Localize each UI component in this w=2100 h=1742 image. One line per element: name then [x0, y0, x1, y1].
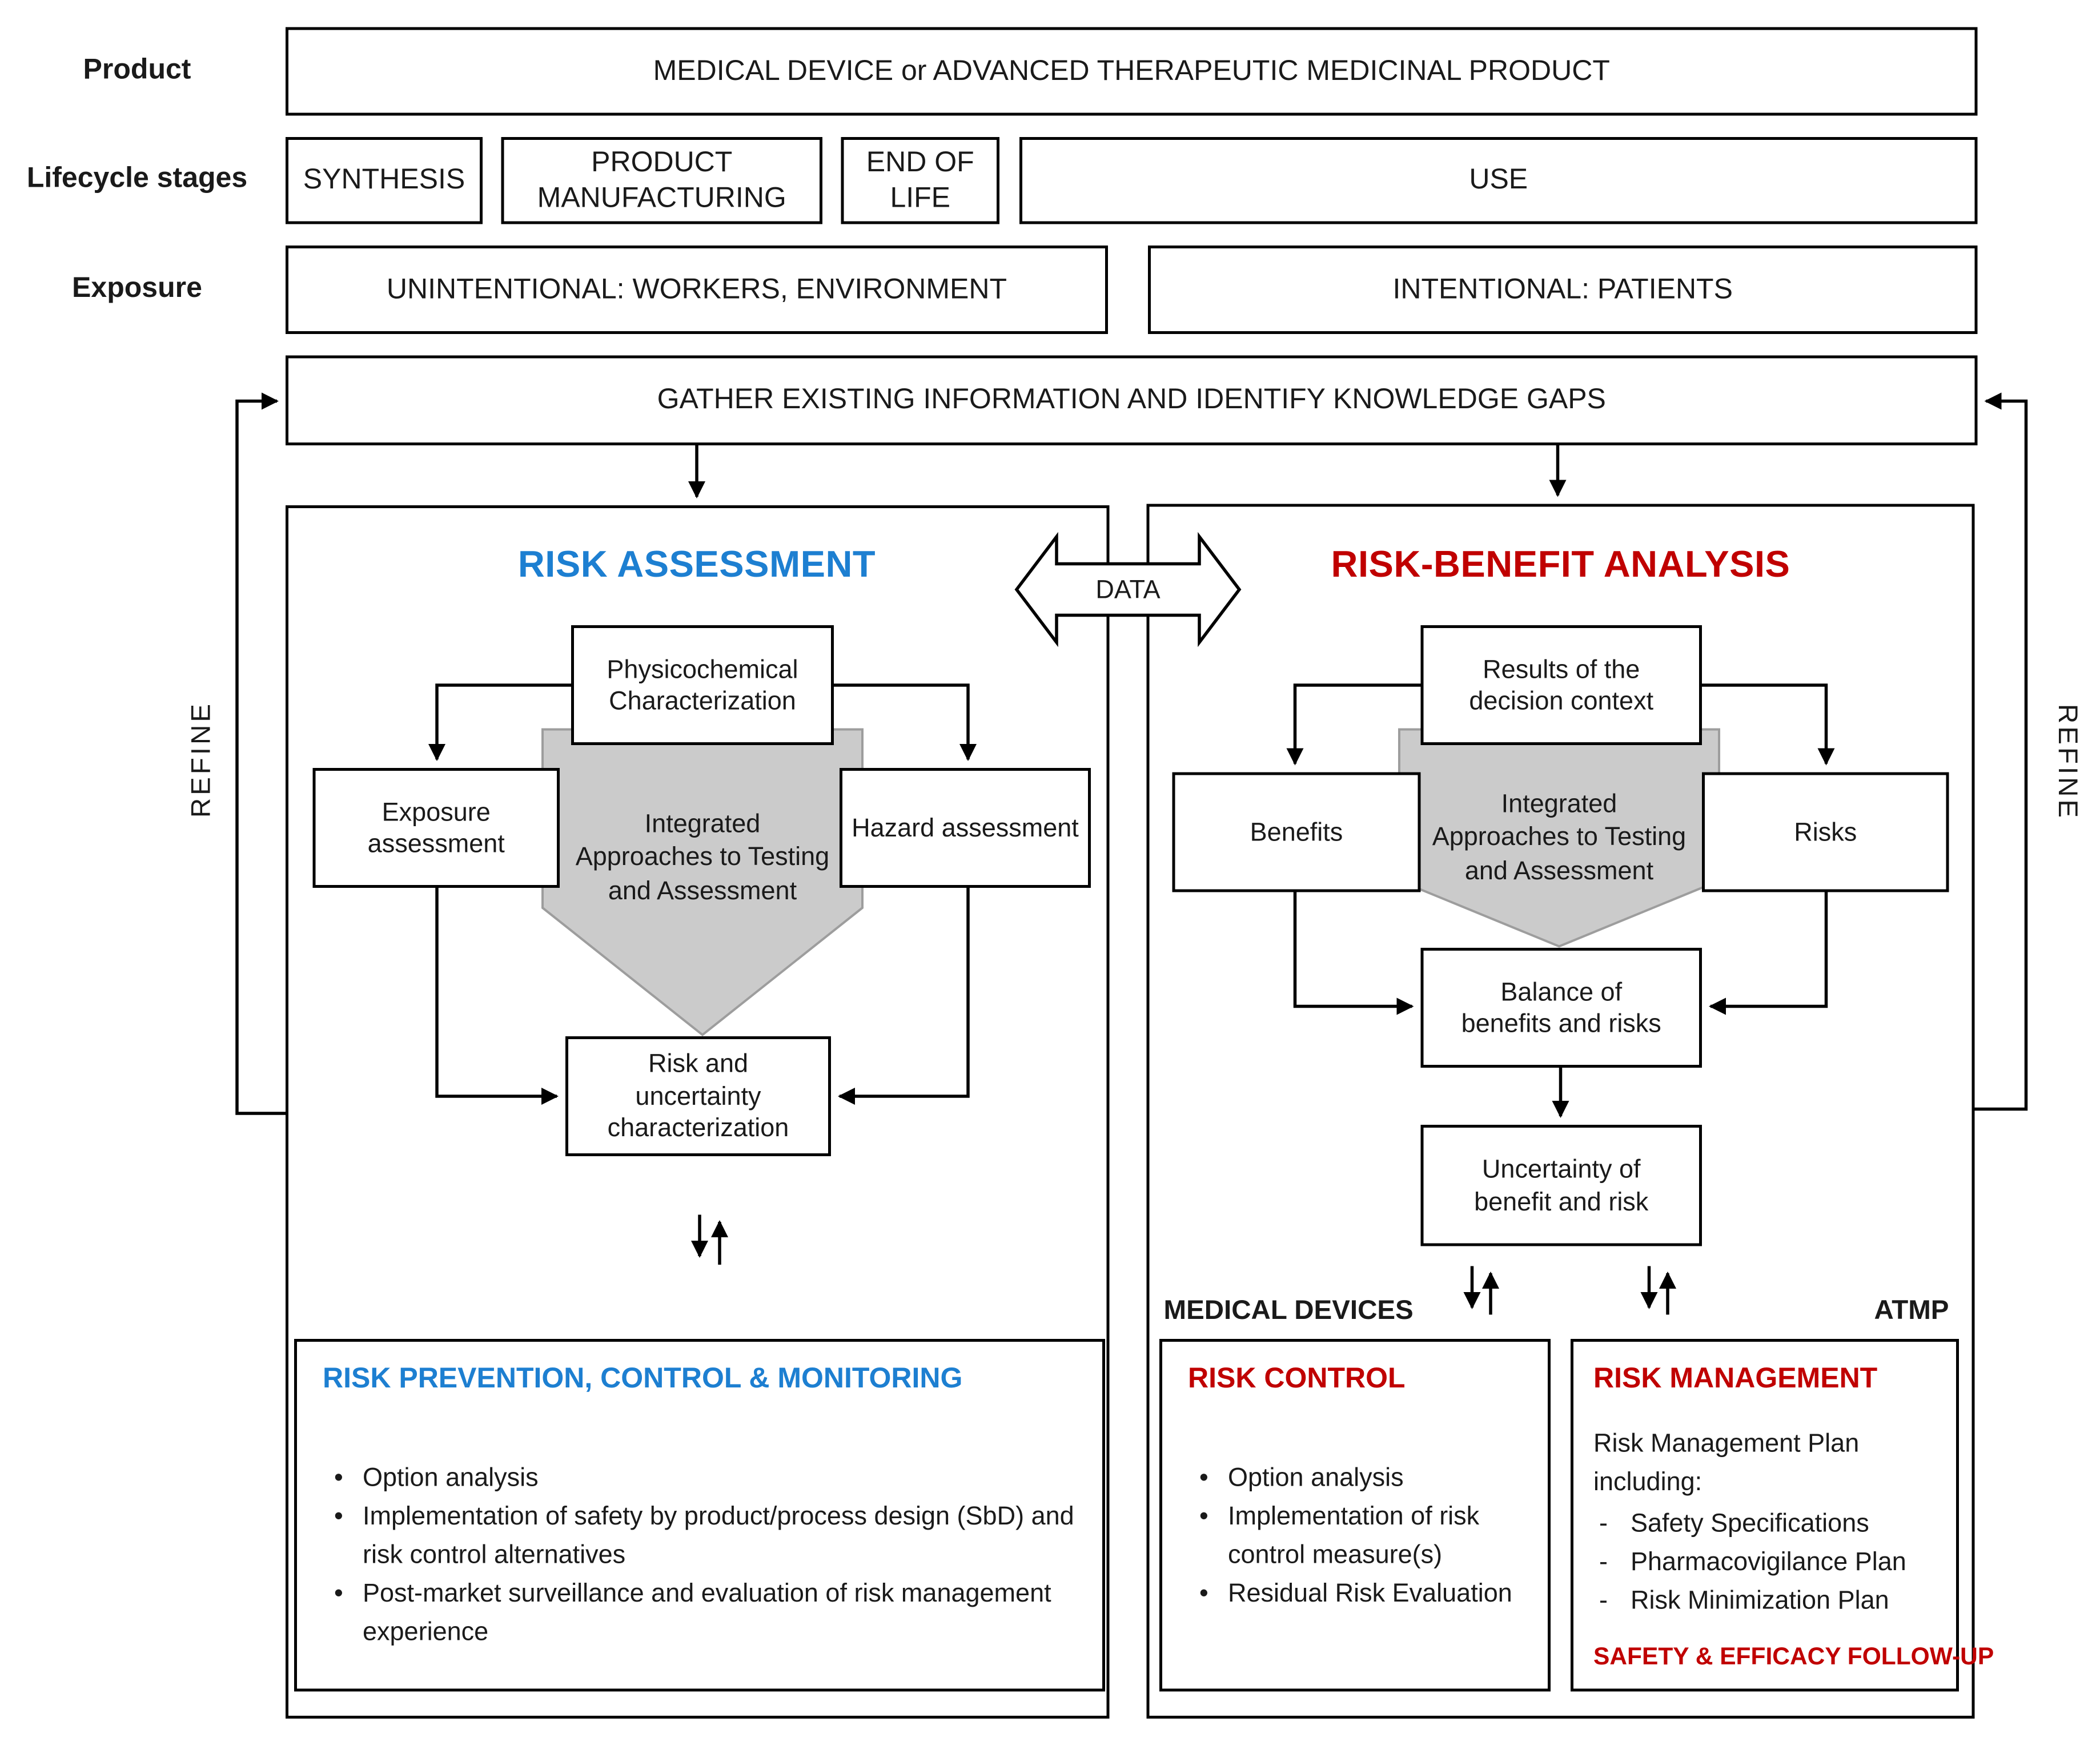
atmp-caption: ATMP [1874, 1296, 1949, 1326]
results-decision-context-box: Results of the decision context [1420, 625, 1702, 745]
data-arrow-label: DATA [1095, 575, 1161, 604]
gather-information-box: GATHER EXISTING INFORMATION AND IDENTIFY… [286, 355, 1978, 445]
physicochemical-box: Physicochemical Characterization [571, 625, 834, 745]
lifecycle-row-label: Lifecycle stages [26, 163, 248, 194]
product-row-label: Product [83, 54, 191, 86]
risk-uncertainty-text: Risk and uncertainty characterization [607, 1049, 789, 1142]
product-box: MEDICAL DEVICE or ADVANCED THERAPEUTIC M… [286, 27, 1978, 116]
risk-control-list: Option analysis Implementation of risk c… [1188, 1459, 1522, 1613]
risk-prevention-box: RISK PREVENTION, CONTROL & MONITORING Op… [294, 1339, 1105, 1692]
risk-control-title: RISK CONTROL [1188, 1363, 1406, 1395]
risk-prevention-title: RISK PREVENTION, CONTROL & MONITORING [323, 1363, 963, 1395]
list-item: Option analysis [1188, 1459, 1522, 1498]
lifecycle-use-box: USE [1019, 137, 1978, 224]
risk-assessment-title: RISK ASSESSMENT [517, 542, 876, 585]
list-item: Post-market surveillance and evaluation … [323, 1575, 1077, 1652]
risk-benefit-title: RISK-BENEFIT ANALYSIS [1331, 542, 1790, 585]
exposure-row-label: Exposure [72, 272, 202, 304]
results-decision-context-text: Results of the decision context [1469, 654, 1654, 715]
list-item: Safety Specifications [1593, 1504, 1936, 1543]
benefits-box: Benefits [1172, 772, 1421, 892]
refine-label-right: REFINE [2051, 703, 2082, 821]
iata-label-right: Integrated Approaches to Testing and Ass… [1432, 789, 1687, 885]
exposure-assessment-box: Exposure assessment [312, 768, 560, 888]
risk-benefit-panel [1146, 504, 1975, 1719]
uncertainty-benefit-risk-box: Uncertainty of benefit and risk [1420, 1125, 1702, 1246]
risk-uncertainty-box: Risk and uncertainty characterization [565, 1036, 831, 1156]
safety-efficacy-followup-label: SAFETY & EFFICACY FOLLOW-UP [1593, 1643, 1994, 1671]
lifecycle-end-of-life-box: END OF LIFE [841, 137, 999, 224]
medical-devices-caption: MEDICAL DEVICES [1163, 1296, 1414, 1326]
risk-management-intro: Risk Management Plan including: [1593, 1429, 1860, 1496]
uncertainty-benefit-risk-text: Uncertainty of benefit and risk [1474, 1154, 1649, 1216]
hazard-assessment-box: Hazard assessment [840, 768, 1091, 888]
list-item: Residual Risk Evaluation [1188, 1575, 1522, 1614]
risk-control-box: RISK CONTROL Option analysis Implementat… [1159, 1339, 1551, 1692]
risk-management-title: RISK MANAGEMENT [1593, 1363, 1878, 1395]
lifecycle-manufacturing-box: PRODUCT MANUFACTURING [501, 137, 822, 224]
risk-prevention-list: Option analysis Implementation of safety… [323, 1459, 1077, 1652]
exposure-unintentional-box: UNINTENTIONAL: WORKERS, ENVIRONMENT [286, 246, 1108, 334]
list-item: Option analysis [323, 1459, 1077, 1498]
risks-box: Risks [1702, 772, 1949, 892]
risk-management-list: Safety Specifications Pharmacovigilance … [1593, 1504, 1936, 1620]
refine-label-left: REFINE [187, 701, 218, 818]
balance-benefits-risks-box: Balance of benefits and risks [1420, 948, 1702, 1068]
exposure-intentional-box: INTENTIONAL: PATIENTS [1148, 246, 1978, 334]
risk-assessment-panel [286, 505, 1110, 1719]
list-item: Risk Minimization Plan [1593, 1582, 1936, 1620]
balance-benefits-risks-text: Balance of benefits and risks [1461, 977, 1661, 1038]
list-item: Implementation of risk control measure(s… [1188, 1498, 1522, 1575]
lifecycle-synthesis-box: SYNTHESIS [286, 137, 483, 224]
list-item: Implementation of safety by product/proc… [323, 1498, 1077, 1575]
list-item: Pharmacovigilance Plan [1593, 1543, 1936, 1582]
iata-label-left: Integrated Approaches to Testing and Ass… [575, 809, 830, 905]
risk-management-box: RISK MANAGEMENT Risk Management Plan inc… [1571, 1339, 1994, 1692]
